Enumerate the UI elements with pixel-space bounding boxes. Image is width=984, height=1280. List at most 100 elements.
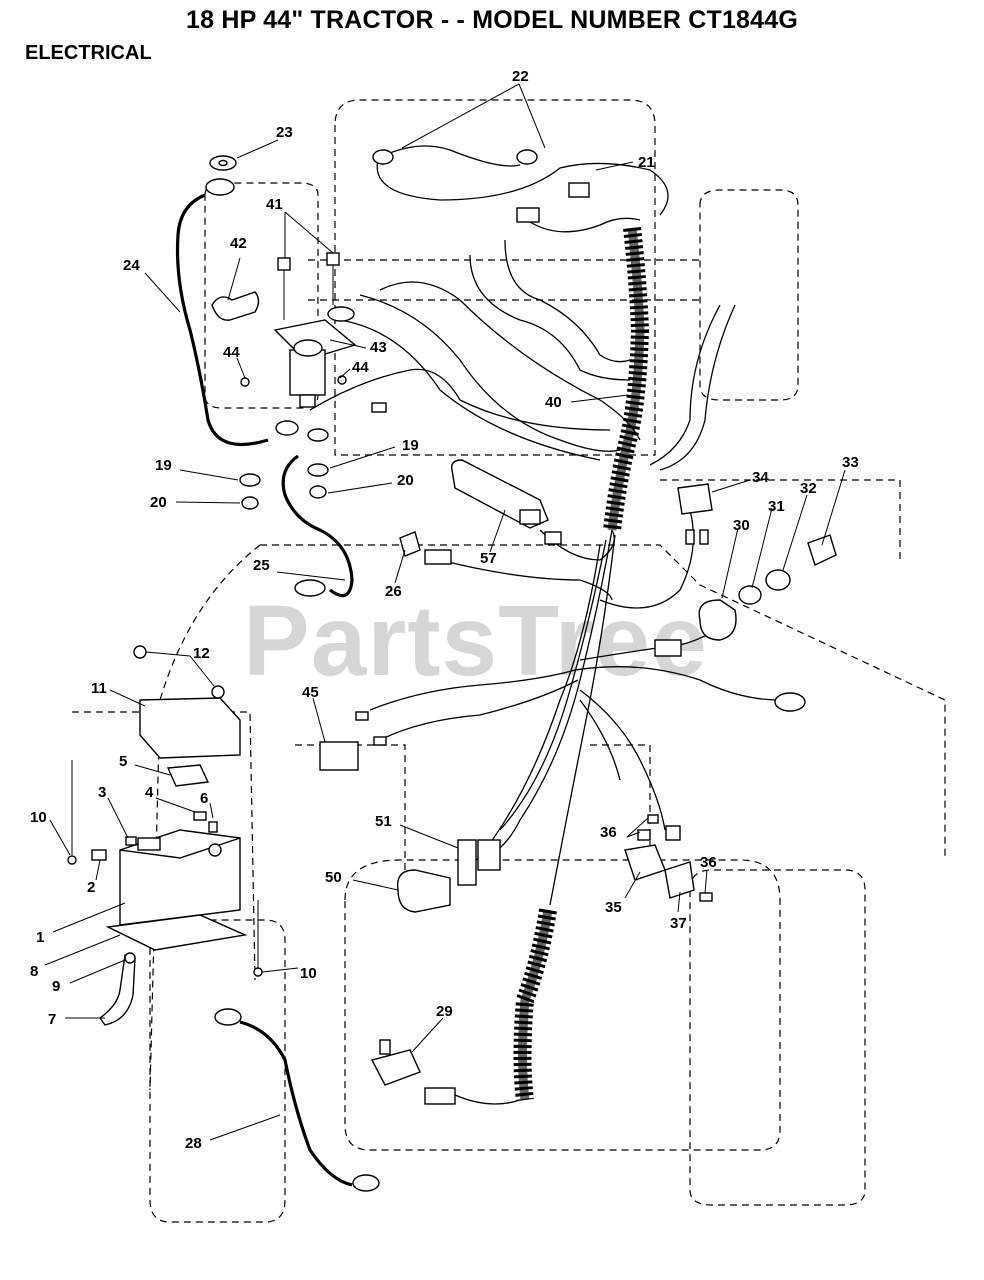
switch-34 xyxy=(677,483,713,515)
callout-24: 24 xyxy=(123,257,140,274)
callout-11: 11 xyxy=(91,680,107,697)
callout-20-right: 20 xyxy=(397,472,414,489)
bolt-2 xyxy=(91,849,107,861)
tray-8 xyxy=(105,914,248,951)
headlight-connector xyxy=(568,182,590,198)
callout-5: 5 xyxy=(119,753,127,770)
callout-35: 35 xyxy=(605,899,622,916)
bolt-3 xyxy=(125,836,137,846)
callout-23: 23 xyxy=(276,124,293,141)
coiled-harness-loom xyxy=(513,226,650,1102)
callout-57: 57 xyxy=(480,550,497,567)
callout-43: 43 xyxy=(370,339,387,356)
watermark: PartsTree xyxy=(243,585,708,697)
bolt-4 xyxy=(193,811,207,821)
callout-10-left: 10 xyxy=(30,809,47,826)
callout-22: 22 xyxy=(512,68,529,85)
callout-7: 7 xyxy=(48,1011,56,1028)
nut-20-left xyxy=(241,496,259,510)
ring-terminal-28-bottom xyxy=(352,1174,380,1192)
section-label: ELECTRICAL xyxy=(25,42,152,64)
hold-down-11 xyxy=(139,697,241,759)
nut-31 xyxy=(738,585,762,605)
callout-29: 29 xyxy=(436,1003,453,1020)
pto-and-fuse xyxy=(399,459,562,565)
nut-6 xyxy=(208,821,218,833)
callout-19-right: 19 xyxy=(402,437,419,454)
switch-29 xyxy=(370,1049,421,1086)
nut-20-right xyxy=(309,485,327,499)
vent-tube-7 xyxy=(99,954,136,1026)
starter-solenoid-assembly xyxy=(211,252,387,413)
callout-20-left: 20 xyxy=(150,494,167,511)
callout-42: 42 xyxy=(230,235,247,252)
screw-36-right xyxy=(699,892,713,902)
callout-36-right: 36 xyxy=(700,854,717,871)
callout-6: 6 xyxy=(200,790,208,807)
callout-26: 26 xyxy=(385,583,402,600)
wing-nut-12-right xyxy=(211,685,225,699)
light-switch-50 xyxy=(396,869,451,913)
callout-12: 12 xyxy=(193,645,210,662)
cable-24 xyxy=(175,193,269,447)
main-wire-harness xyxy=(309,239,781,1105)
cover-5 xyxy=(166,764,210,787)
nut-44-right xyxy=(337,375,347,385)
callout-4: 4 xyxy=(145,784,154,801)
callout-10-right: 10 xyxy=(300,965,317,982)
callout-34: 34 xyxy=(752,469,769,486)
hour-meter-45 xyxy=(319,741,359,771)
headlight-bulb-left xyxy=(372,149,394,165)
headlight-bulb-right xyxy=(516,149,538,165)
callout-8: 8 xyxy=(30,963,38,980)
ring-terminal-25 xyxy=(294,579,326,597)
boot-42 xyxy=(211,291,260,321)
leader-lines xyxy=(44,83,846,1141)
callout-36-left: 36 xyxy=(600,824,617,841)
fender-outline xyxy=(149,544,946,1091)
washer-19-right xyxy=(307,463,329,477)
bolt-41-left-head xyxy=(277,257,291,271)
seat-switch-parts xyxy=(624,814,713,902)
callout-labels: 22 23 21 41 42 24 44 43 44 40 19 19 20 2… xyxy=(30,68,859,1152)
callout-3: 3 xyxy=(98,784,106,801)
cable-28 xyxy=(239,1020,353,1187)
callout-30: 30 xyxy=(733,517,750,534)
solenoid-ring-terminal xyxy=(327,306,355,322)
switch-components xyxy=(654,483,837,657)
nut-44-left xyxy=(240,377,250,387)
ring-terminal-24 xyxy=(205,178,235,196)
solenoid-body xyxy=(289,349,326,396)
ring-32 xyxy=(765,569,791,591)
callout-9: 9 xyxy=(52,978,60,995)
callout-21: 21 xyxy=(638,154,655,171)
ring-terminal-solenoid-a xyxy=(275,420,299,436)
screw-36-left xyxy=(637,829,651,841)
washer-23-hole xyxy=(218,159,228,167)
diagram-title: 18 HP 44" TRACTOR - - MODEL NUMBER CT184… xyxy=(185,6,799,34)
battery-cables xyxy=(175,193,354,1187)
terminals xyxy=(205,155,806,1192)
switch-33 xyxy=(807,534,837,566)
callout-40: 40 xyxy=(545,394,562,411)
callout-41: 41 xyxy=(266,196,283,213)
bolt-41-right-head xyxy=(326,252,340,266)
ring-terminal-solenoid-b xyxy=(307,428,329,442)
vent-fitting-9 xyxy=(124,952,136,964)
console-parts xyxy=(319,711,501,913)
fuse-26 xyxy=(399,531,421,557)
callout-1: 1 xyxy=(36,929,44,946)
callout-44-left: 44 xyxy=(223,344,240,361)
callout-25: 25 xyxy=(253,557,270,574)
wing-nut-12-left xyxy=(133,645,147,659)
ring-terminal-28-top xyxy=(214,1008,242,1026)
module-51 xyxy=(457,839,477,886)
callout-45: 45 xyxy=(302,684,319,701)
callout-37: 37 xyxy=(670,915,687,932)
battery-group xyxy=(67,645,263,1026)
callout-28: 28 xyxy=(185,1135,202,1152)
front-right-wheel-outline xyxy=(699,189,799,401)
callout-2: 2 xyxy=(87,879,95,896)
callout-32: 32 xyxy=(800,480,817,497)
